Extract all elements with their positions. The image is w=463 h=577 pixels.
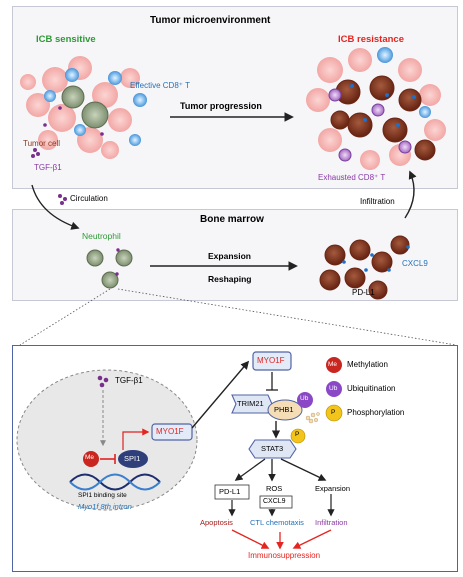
tumor-progression-label: Tumor progression [180, 101, 262, 111]
cxcl9-box [259, 495, 293, 509]
spi1-oval [118, 450, 148, 468]
myo1f-up-arrow [191, 360, 250, 429]
expansion-label: Expansion [208, 251, 251, 261]
myo1f-main-label: MYO1F [257, 356, 285, 365]
trim21-shape [231, 394, 273, 414]
zoom-line-left [19, 288, 111, 346]
bone-marrow-title: Bone marrow [200, 214, 264, 225]
myo1f-inner-box [151, 423, 193, 441]
p-marker [290, 428, 306, 444]
circulation-arrow [31, 184, 80, 230]
icb-resistance-cell-cluster [306, 47, 446, 170]
me-text: Me [85, 454, 95, 461]
immunosuppression-label: Immunosuppression [248, 551, 321, 560]
legend-ubiquitination-label: Ubiquitination [347, 384, 396, 393]
neutrophil-group [86, 248, 133, 289]
spi1-text: SPI1 [124, 454, 141, 463]
branch-arrow-pdl1 [234, 458, 266, 481]
neutrophil-label: Neutrophil [82, 231, 121, 241]
stat3-label: STAT3 [261, 444, 284, 453]
legend-ub-circle [326, 381, 342, 397]
legend-phosphorylation-label: Phosphorylation [347, 408, 405, 417]
spi1-binding-site-label: SPI1 binding site [78, 492, 127, 499]
infiltration-flow-label: Infiltration [360, 197, 395, 206]
phb1-oval [267, 399, 303, 421]
myo1f-main-box [252, 351, 292, 371]
trim21-label: TRIM21 [237, 399, 264, 408]
legend-p-symbol: P [331, 409, 336, 416]
me-marker [83, 451, 99, 467]
spi1-activation-arrow [122, 428, 150, 450]
branch-arrow-expansion [280, 458, 327, 481]
phb1-label: PHB1 [274, 405, 294, 414]
reshaping-label: Reshaping [208, 274, 252, 284]
pdl1-label-mid: PD-L1 [352, 288, 375, 297]
intron-label: Myo1f 8th intron [78, 502, 132, 511]
infiltration-red-arrow [292, 529, 332, 549]
apoptosis-label: Apoptosis [200, 518, 233, 527]
infiltration-arrow [404, 170, 417, 219]
circulation-label: Circulation [70, 194, 108, 203]
exhausted-cd8-label: Exhausted CD8⁺ T [318, 173, 386, 182]
p-text: P [295, 431, 300, 438]
myo1f-inner-label: MYO1F [156, 427, 184, 436]
icb-sensitive-cell-cluster [20, 56, 147, 159]
tumor-cell-label: Tumor cell [23, 139, 61, 148]
tumor-microenvironment-title: Tumor microenvironment [150, 15, 271, 26]
degradation-dots [305, 412, 320, 424]
ub-text: Ub [300, 395, 309, 402]
tgf-dots-bottom [97, 375, 109, 388]
ctl-chemotaxis-label: CTL chemotaxis [250, 518, 304, 527]
cxcl9-dots [342, 245, 410, 272]
branch-ros-label: ROS [266, 484, 283, 493]
icb-sensitive-label: ICB sensitive [36, 34, 96, 45]
legend-p-circle [325, 404, 343, 422]
ub-marker [297, 392, 313, 408]
infiltration-mech-label: Infiltration [315, 518, 348, 527]
icb-resistance-label: ICB resistance [338, 34, 405, 45]
expanded-neutrophil-group [319, 235, 410, 300]
stat3-shape [248, 439, 297, 459]
legend-ub-symbol: Ub [329, 385, 338, 392]
circulation-dots [58, 194, 67, 205]
cxcl9-label: CXCL9 [402, 259, 428, 268]
dna-helix [69, 473, 161, 491]
effective-cd8-label: Effective CD8⁺ T [130, 81, 190, 90]
branch-pdl1-label: PD-L1 [219, 487, 241, 496]
zoom-line-right [117, 288, 457, 346]
branch-expansion-label: Expansion [315, 484, 351, 493]
legend-me-symbol: Me [328, 361, 338, 368]
tgf-label-bottom: TGF-β1 [115, 376, 143, 385]
branch-cxcl9-label: CXCL9 [263, 498, 286, 505]
tgf-label-top: TGF-β1 [34, 163, 62, 172]
apoptosis-red-arrow [231, 529, 270, 549]
legend-me-circle [326, 357, 342, 373]
legend-methylation-label: Methylation [347, 360, 388, 369]
pdl1-box [214, 484, 250, 500]
